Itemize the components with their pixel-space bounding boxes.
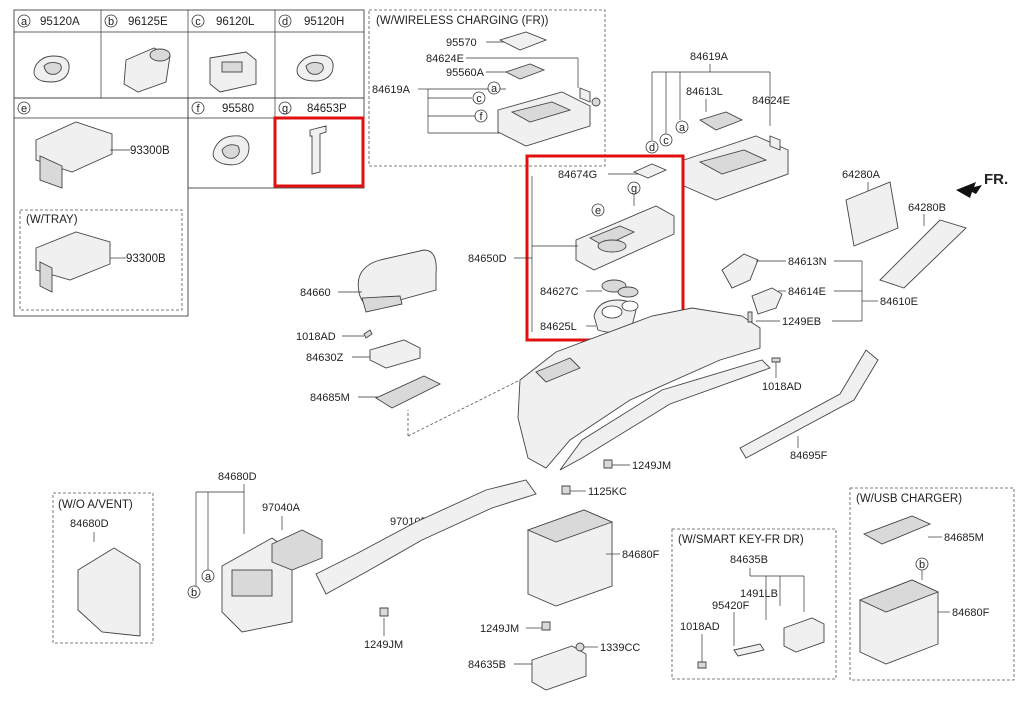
part-label-p1249jm_1: 1249JM bbox=[632, 460, 671, 472]
tray-variant-frame bbox=[19, 209, 183, 311]
table-cell-e: e 93300B (W/TRAY) 93300B bbox=[17, 101, 183, 311]
part-label-g: g bbox=[631, 183, 637, 195]
part-label-p64280a: 64280A bbox=[842, 169, 881, 181]
table-cell-e-frame bbox=[13, 97, 189, 317]
part-label-e: e bbox=[595, 205, 601, 217]
part-label-header: (W/WIRELESS CHARGING (FR)) bbox=[376, 15, 549, 27]
part-label-code: 95120A bbox=[40, 16, 80, 28]
console-body: 84613N 84614E 84610E 1249EB 1018AD 84695… bbox=[517, 253, 918, 472]
cup-holder-assembly: 84674G g e 84650D 84627C 84625L bbox=[468, 154, 685, 342]
part-label-p84610e: 84610E bbox=[880, 296, 918, 308]
part-label-p1249eb: 1249EB bbox=[782, 316, 821, 328]
part-label-p1339cc: 1339CC bbox=[600, 642, 640, 654]
part-label-p1018ad: 1018AD bbox=[680, 621, 720, 633]
highlight-84653P bbox=[273, 116, 365, 188]
part-label-2: 84624E bbox=[752, 95, 790, 107]
part-label-callout: b bbox=[919, 559, 925, 571]
part-label-p84680f: 84680F bbox=[952, 607, 990, 619]
part-label-code: 96125E bbox=[128, 16, 168, 28]
part-label-p95420f: 95420F bbox=[712, 600, 750, 612]
table-cell-c: c 96120L bbox=[191, 14, 257, 93]
part-label-code: 95580 bbox=[222, 103, 254, 115]
part-label-letter: e bbox=[21, 103, 27, 115]
part-label-tray_code: 93300B bbox=[126, 253, 166, 265]
front-direction-indicator: FR. bbox=[956, 171, 1008, 198]
part-label-header: (W/USB CHARGER) bbox=[856, 493, 962, 505]
part-label-p84660: 84660 bbox=[300, 287, 331, 299]
without-a-vent-box: (W/O A/VENT) 84680D bbox=[52, 492, 154, 644]
part-label-2: f bbox=[479, 111, 483, 123]
part-label-letter: b bbox=[108, 16, 114, 28]
part-label-p84680d: 84680D bbox=[218, 471, 257, 483]
table-cell-a: a 95120A bbox=[17, 14, 80, 83]
part-label-p84613n: 84613N bbox=[788, 256, 827, 268]
part-label-p84625l: 84625L bbox=[540, 321, 577, 333]
part-label-letter: f bbox=[196, 103, 200, 115]
part-label-2: a bbox=[679, 122, 686, 134]
part-label-p84685m: 84685M bbox=[944, 532, 984, 544]
part-label-1: c bbox=[476, 93, 482, 105]
table-cell-f: f 95580 bbox=[191, 101, 254, 166]
part-label-p84635b_1: 84635B bbox=[468, 659, 506, 671]
part-label-p97040a: 97040A bbox=[262, 502, 301, 514]
part-label-p1249jm_2: 1249JM bbox=[480, 623, 519, 635]
part-label-code: 95120H bbox=[304, 16, 344, 28]
part-label-code: 84653P bbox=[307, 103, 347, 115]
part-label-code: 96120L bbox=[216, 16, 255, 28]
table-cell-d: d 95120H bbox=[278, 14, 344, 82]
wireless-charging-box: (W/WIRELESS CHARGING (FR)) 95570 84624E … bbox=[368, 9, 606, 167]
part-label-p84695f: 84695F bbox=[790, 450, 828, 462]
part-label-code: 93300B bbox=[130, 145, 170, 157]
part-label-3: 84619A bbox=[372, 84, 411, 96]
armrest-group: 84660 1018AD 84630Z 84685M bbox=[296, 249, 521, 437]
part-label-p84674g: 84674G bbox=[558, 169, 597, 181]
part-label-p1491lb: 1491LB bbox=[740, 588, 778, 600]
part-label-label: 84680D bbox=[70, 518, 109, 530]
part-label-p84635b: 84635B bbox=[730, 554, 768, 566]
part-label-header: (W/O A/VENT) bbox=[58, 499, 133, 511]
part-label-2: 95560A bbox=[446, 67, 485, 79]
part-label-p84627c: 84627C bbox=[540, 286, 579, 298]
part-label-tray_header: (W/TRAY) bbox=[26, 214, 78, 226]
part-label-1: 84624E bbox=[426, 53, 464, 65]
part-label-fr_label: FR. bbox=[984, 171, 1008, 188]
part-label-1: c bbox=[663, 135, 669, 147]
part-label-p84685m_1: 84685M bbox=[310, 392, 350, 404]
usb-charger-box: (W/USB CHARGER) 84685M b 84680F bbox=[849, 487, 1015, 681]
part-label-letter: c bbox=[195, 16, 201, 28]
part-label-p84680f_1: 84680F bbox=[622, 549, 660, 561]
rear-vent-group: 84680D a b 97040A 97010B 1249JM 1125KC 8… bbox=[187, 471, 660, 691]
part-label-p84650d: 84650D bbox=[468, 253, 507, 265]
console-upper-assembly: 84619A 84613L 84624E d c a bbox=[645, 51, 790, 201]
table-cell-b: b 96125E bbox=[104, 14, 171, 93]
part-label-letter: a bbox=[21, 16, 28, 28]
table-cell-g: g 84653P bbox=[273, 101, 365, 188]
part-label-letter: g bbox=[282, 103, 288, 115]
part-label-p84614e: 84614E bbox=[788, 286, 826, 298]
part-label-0: a bbox=[491, 83, 498, 95]
part-label-b: b bbox=[191, 587, 197, 599]
legend-table: a 95120A b 96125E c 96120L d 95120H e bbox=[13, 9, 365, 317]
part-label-0: d bbox=[649, 142, 655, 154]
part-label-p1018ad_2: 1018AD bbox=[762, 381, 802, 393]
part-label-1: 84613L bbox=[686, 86, 723, 98]
part-label-p64280b: 64280B bbox=[908, 202, 946, 214]
part-label-p1125kc: 1125KC bbox=[588, 486, 627, 498]
smart-key-box: (W/SMART KEY-FR DR) 84635B 1491LB 95420F… bbox=[671, 528, 837, 680]
arrow-icon bbox=[956, 182, 982, 198]
part-label-0: 95570 bbox=[446, 37, 477, 49]
part-label-p1018ad_1: 1018AD bbox=[296, 331, 336, 343]
part-label-p1249jm_3: 1249JM bbox=[364, 639, 403, 651]
part-label-p84630z: 84630Z bbox=[306, 352, 344, 364]
part-label-0: 84619A bbox=[690, 51, 729, 63]
part-label-header: (W/SMART KEY-FR DR) bbox=[678, 534, 804, 546]
part-label-a: a bbox=[205, 571, 212, 583]
part-label-letter: d bbox=[282, 16, 288, 28]
side-trim-group: 64280A 64280B bbox=[842, 169, 967, 289]
